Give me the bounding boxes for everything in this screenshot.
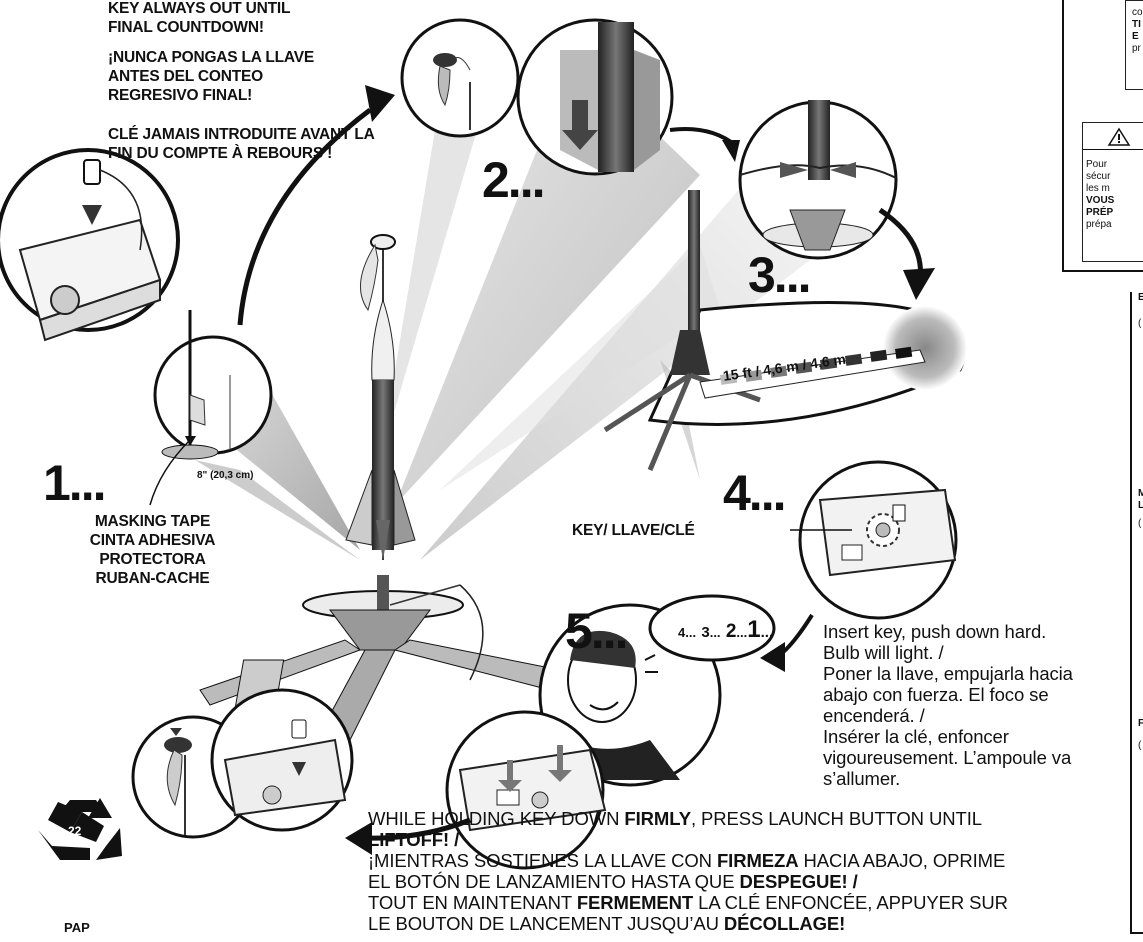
insert-key-fr: Insérer la clé, enfoncer vigoureusement.…	[823, 726, 1085, 789]
side-box-top-l3: E	[1132, 31, 1143, 43]
side-box-top-l1: co	[1132, 7, 1143, 19]
inset-tape-top	[402, 20, 518, 136]
inset-final-pair	[133, 690, 352, 837]
hold-fr-b: FERMEMENT	[577, 892, 693, 913]
hold-en-c: , PRESS LAUNCH BUTTON UNTIL	[691, 808, 981, 829]
hold-key-instructions: WHILE HOLDING KEY DOWN FIRMLY, PRESS LAU…	[368, 808, 1028, 934]
hold-fr-a: TOUT EN MAINTENANT	[368, 892, 577, 913]
side-list-panel: E ( M L ( F (	[1130, 292, 1143, 934]
masking-tape-en: MASKING TAPE	[60, 512, 245, 531]
key-warning-en: KEY ALWAYS OUT UNTIL FINAL COUNTDOWN!	[108, 0, 338, 37]
key-label: KEY/ LLAVE/CLÉ	[572, 521, 695, 540]
insert-key-instructions: Insert key, push down hard. Bulb will li…	[823, 621, 1085, 789]
masking-tape-es2: PROTECTORA	[60, 550, 245, 569]
side-box-top: co TI E pr	[1125, 0, 1143, 90]
hold-key-es: ¡MIENTRAS SOSTIENES LA LLAVE CON FIRMEZA…	[368, 850, 1028, 892]
insert-key-en: Insert key, push down hard. Bulb will li…	[823, 621, 1085, 663]
hold-en-a: WHILE HOLDING KEY DOWN	[368, 808, 624, 829]
step-5-number: 5...	[565, 606, 626, 656]
hold-en-b: FIRMLY	[624, 808, 691, 829]
masking-tape-label: MASKING TAPE CINTA ADHESIVA PROTECTORA R…	[60, 512, 245, 588]
hold-fr-d: DÉCOLLAGE!	[724, 913, 845, 934]
side-list-b: (	[1138, 318, 1141, 330]
masking-tape-es1: CINTA ADHESIVA	[60, 531, 245, 550]
step-3-number: 3...	[748, 250, 809, 300]
side-list-d: L	[1138, 500, 1143, 512]
side-warn-l1: Pour	[1086, 159, 1114, 171]
insert-key-es: Poner la llave, empujarla hacia abajo co…	[823, 663, 1085, 726]
hold-key-fr: TOUT EN MAINTENANT FERMEMENT LA CLÉ ENFO…	[368, 892, 1028, 934]
warning-divider	[1083, 149, 1143, 150]
side-box-warning: Pour sécur les m VOUS PRÉP prépa	[1082, 122, 1143, 262]
countdown-dots-4: ...	[761, 624, 774, 641]
inset-key-out	[0, 150, 178, 340]
countdown-dots-2: ...	[710, 625, 721, 640]
side-warn-l4: VOUS	[1086, 195, 1114, 207]
hold-es-d: DESPEGUE! /	[739, 871, 857, 892]
main-rocket	[346, 235, 415, 560]
countdown-2: 2	[726, 621, 737, 642]
step-1-number: 1...	[43, 458, 104, 508]
countdown-dots-3: ...	[736, 625, 747, 640]
side-panel-divider	[1062, 0, 1064, 270]
tape-measure-label: 8" (20,3 cm)	[197, 470, 253, 481]
step-4-number: 4...	[723, 468, 784, 518]
side-warn-l3: les m	[1086, 183, 1114, 195]
countdown-1: 1	[747, 616, 760, 643]
hold-es-a: ¡MIENTRAS SOSTIENES LA LLAVE CON	[368, 850, 717, 871]
countdown-dots-1: ...	[685, 625, 696, 640]
side-list-g: (	[1138, 740, 1141, 752]
hold-en-d: LIFTOFF! /	[368, 829, 459, 850]
inset-clips	[740, 100, 896, 258]
step-2-number: 2...	[482, 155, 543, 205]
side-list-c: M	[1138, 488, 1143, 500]
key-warning-fr: CLÉ JAMAIS INTRODUITE AVANT LA FIN DU CO…	[108, 125, 378, 163]
side-list-a: E	[1138, 292, 1143, 304]
side-warn-l2: sécur	[1086, 171, 1114, 183]
side-warn-l5: PRÉP	[1086, 207, 1114, 219]
inset-rocket-slide	[518, 20, 672, 174]
masking-tape-fr: RUBAN-CACHE	[60, 569, 245, 588]
side-panel-divider-h	[1062, 270, 1143, 272]
side-warn-l6: prépa	[1086, 219, 1114, 231]
key-warning-es: ¡NUNCA PONGAS LA LLAVE ANTES DEL CONTEO …	[108, 48, 318, 105]
side-list-f: F	[1138, 718, 1143, 730]
countdown-text: 4... 3... 2...1...	[678, 616, 773, 644]
hold-es-b: FIRMEZA	[717, 850, 799, 871]
inset-key-in	[800, 462, 956, 618]
side-box-top-l2: TI	[1132, 19, 1143, 31]
hold-key-en: WHILE HOLDING KEY DOWN FIRMLY, PRESS LAU…	[368, 808, 1028, 850]
warning-triangle-icon	[1107, 127, 1131, 147]
recycle-code: PAP	[64, 920, 90, 935]
countdown-3: 3	[701, 624, 709, 641]
inset-rod-tape	[155, 310, 271, 459]
recycle-number: 22	[68, 824, 81, 838]
side-list-e: (	[1138, 518, 1141, 530]
side-box-top-l4: pr	[1132, 43, 1143, 55]
